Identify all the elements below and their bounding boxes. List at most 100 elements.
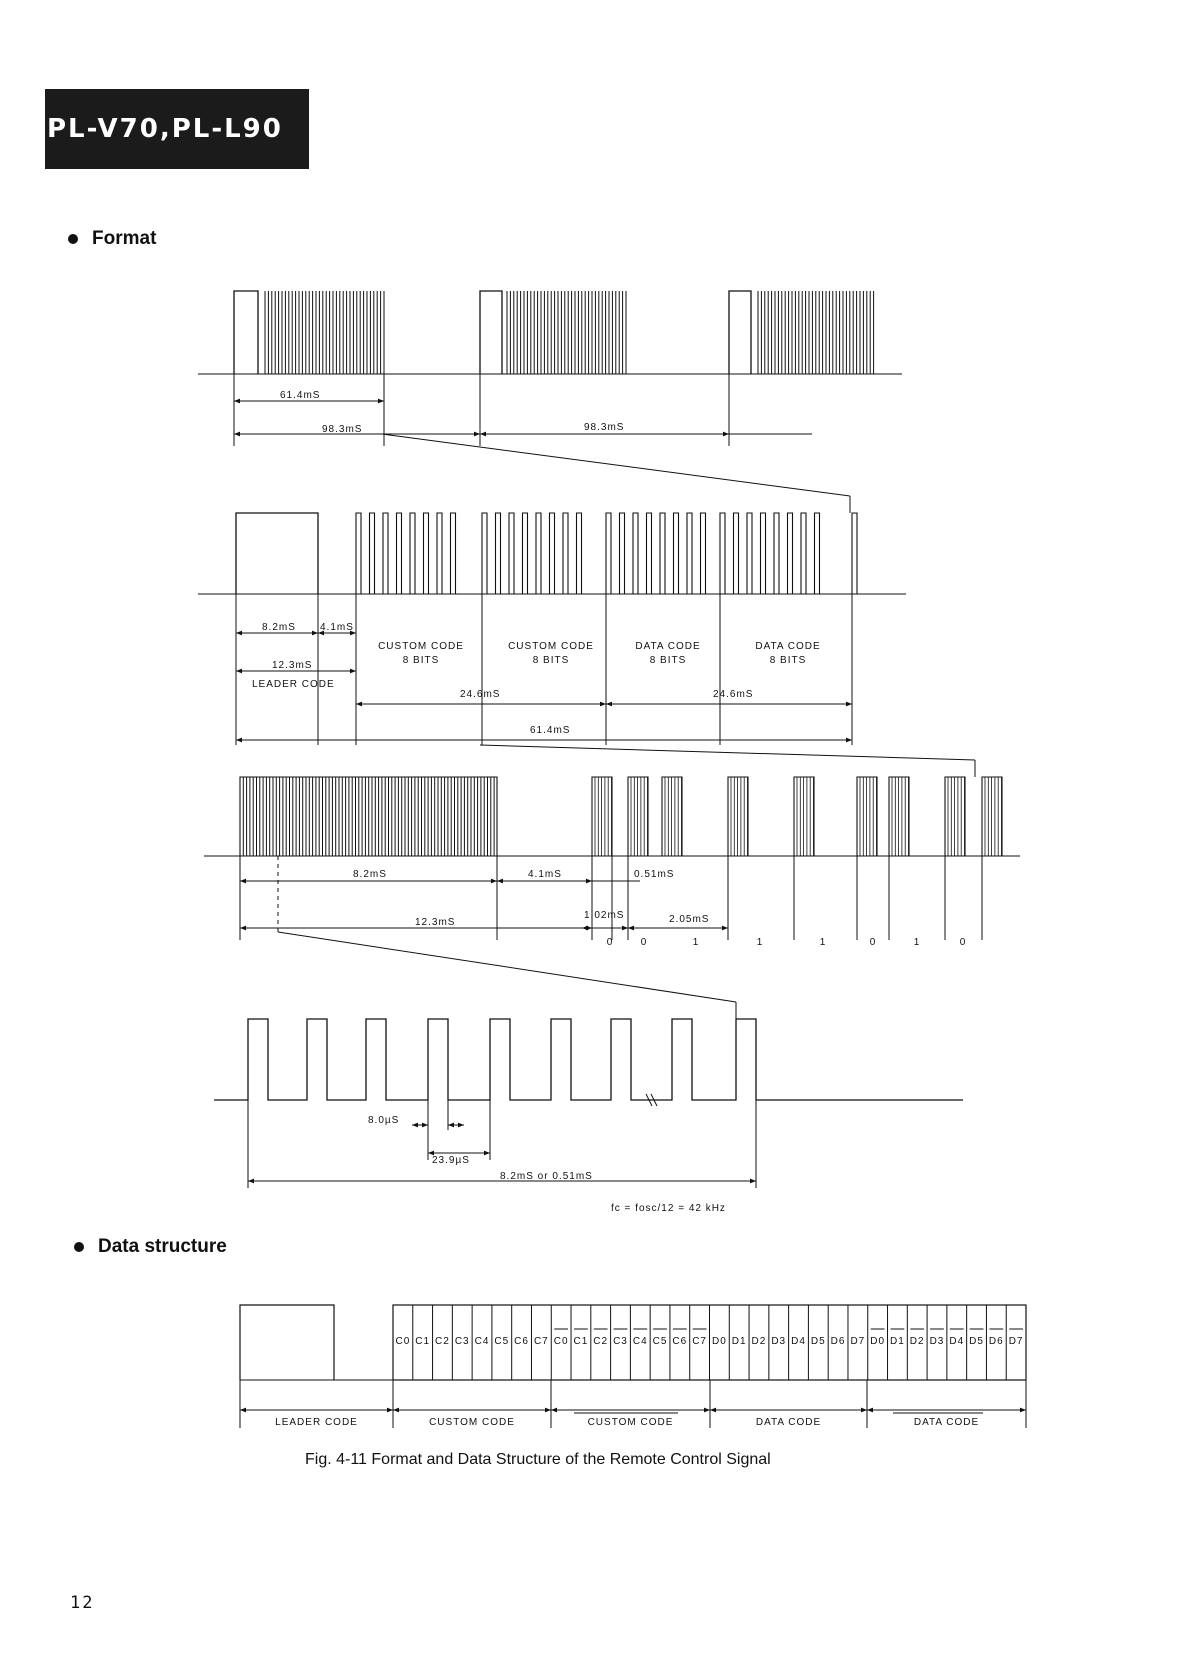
carrier-waveform: [214, 1018, 963, 1188]
label-data-code-1: DATA CODE: [635, 641, 700, 652]
bit-pulse: [719, 512, 726, 594]
cell-label: C6: [672, 1336, 687, 1347]
bit-pulse: [686, 512, 693, 594]
bit-burst: [727, 776, 749, 856]
bit-pulse: [618, 512, 626, 594]
cell-label: D3: [771, 1336, 786, 1347]
bit-value-6: 1: [914, 937, 921, 948]
label-12-3ms: 12.3mS: [272, 660, 312, 671]
label-8-bits-3: 8 BITS: [650, 655, 687, 666]
bit-pulse: [732, 512, 740, 594]
format-heading-text: Format: [92, 228, 157, 249]
model-name: PL-V70,PL-L90: [47, 114, 283, 144]
stop-pulse: [851, 512, 858, 594]
bit-pulse: [508, 512, 515, 594]
bit-pulse: [759, 512, 767, 594]
bit-pulse: [699, 512, 707, 594]
label-4-1ms: 4.1mS: [320, 622, 354, 633]
bit-pulse: [422, 512, 430, 594]
label-61-4ms-2: 61.4mS: [530, 725, 570, 736]
label-24-6ms-b: 24.6mS: [713, 689, 753, 700]
cell-label: C4: [633, 1336, 648, 1347]
leader-pulse: [479, 290, 503, 374]
format-heading: Format: [68, 228, 156, 250]
label-8-2ms: 8.2mS: [262, 622, 296, 633]
bit-pulse: [645, 512, 653, 594]
cell-label: D6: [989, 1336, 1004, 1347]
bit-burst: [856, 776, 878, 856]
bit-value-2: 1: [693, 937, 700, 948]
bit-pulse: [773, 512, 780, 594]
cell-label: C4: [475, 1336, 490, 1347]
label-8-bits-1: 8 BITS: [403, 655, 440, 666]
bit-pulse: [605, 512, 612, 594]
cell-label: D0: [712, 1336, 727, 1347]
bit-pulse: [672, 512, 680, 594]
bit-pulse: [813, 512, 821, 594]
figure-caption: Fig. 4-11 Format and Data Structure of t…: [305, 1451, 771, 1468]
leader-block: [239, 1304, 335, 1380]
bit-pulse: [355, 512, 362, 594]
cell-label: C3: [613, 1336, 628, 1347]
bit-pulse: [395, 512, 403, 594]
cell-label: C5: [494, 1336, 509, 1347]
bit-pulse: [409, 512, 416, 594]
label-24-6ms-a: 24.6mS: [460, 689, 500, 700]
bit-burst: [627, 776, 649, 856]
cell-label: D4: [791, 1336, 806, 1347]
model-badge: PL-V70,PL-L90: [45, 89, 309, 169]
cell-label: D6: [831, 1336, 846, 1347]
cell-label: C0: [395, 1336, 410, 1347]
bit-detail-waveform: [204, 776, 1020, 940]
bit-burst: [944, 776, 966, 856]
cell-label: D1: [890, 1336, 905, 1347]
cell-label: D2: [752, 1336, 767, 1347]
group-label-1: CUSTOM CODE: [429, 1417, 515, 1428]
bit-pulse: [521, 512, 529, 594]
label-fc: fc = fosc/12 = 42 kHz: [611, 1203, 726, 1214]
cell-label: C2: [593, 1336, 608, 1347]
label-8-bits-4: 8 BITS: [770, 655, 807, 666]
cell-label: C5: [653, 1336, 668, 1347]
bit-pulse: [535, 512, 542, 594]
leader-pulse: [235, 512, 319, 594]
bit-value-5: 0: [870, 937, 877, 948]
bit-pulse: [786, 512, 794, 594]
page-number: 12: [70, 1593, 95, 1613]
connector-line: [479, 744, 976, 761]
label-12-3ms-3: 12.3mS: [415, 917, 455, 928]
bit-value-0: 0: [607, 937, 614, 948]
carrier-waveform-path: [214, 1018, 963, 1101]
bit-pulse: [575, 512, 583, 594]
bit-pulse: [548, 512, 556, 594]
zoom-connector-lines: [277, 433, 976, 1019]
leader-burst-outline: [239, 776, 498, 856]
cell-label: C3: [455, 1336, 470, 1347]
frame-detail-waveform: [198, 512, 906, 745]
label-custom-code-1: CUSTOM CODE: [378, 641, 464, 652]
label-8-bits-2: 8 BITS: [533, 655, 570, 666]
label-0-51ms: 0.51mS: [634, 869, 674, 880]
bit-pulse: [382, 512, 389, 594]
bit-burst: [793, 776, 815, 856]
connector-line: [381, 433, 851, 497]
connector-line: [277, 931, 737, 1003]
bullet-icon: [68, 234, 78, 244]
cell-label: D4: [949, 1336, 964, 1347]
cell-label: D7: [850, 1336, 865, 1347]
cell-label: D5: [811, 1336, 826, 1347]
bit-pulse: [659, 512, 666, 594]
cell-label: C1: [415, 1336, 430, 1347]
cell-label: C7: [692, 1336, 707, 1347]
bit-pulse: [436, 512, 443, 594]
cell-label: C2: [435, 1336, 450, 1347]
label-leader-code: LEADER CODE: [252, 679, 335, 690]
bit-value-1: 0: [641, 937, 648, 948]
group-label-0: LEADER CODE: [275, 1417, 358, 1428]
bit-burst: [591, 776, 613, 856]
leader-pulse: [233, 290, 259, 374]
label-1-02ms: 1.02mS: [584, 910, 624, 921]
